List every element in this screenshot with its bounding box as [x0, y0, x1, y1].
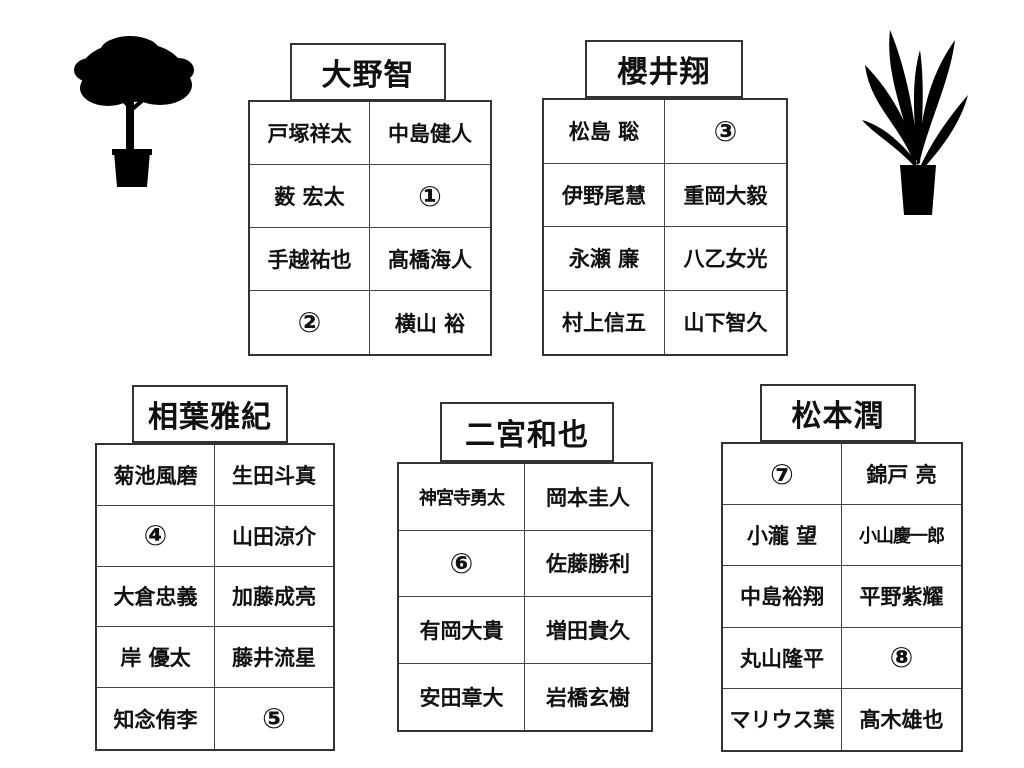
member-cell: 錦戸 亮 [842, 444, 961, 505]
member-cell: 髙橋海人 [370, 228, 490, 291]
leader-title: 二宮和也 [440, 402, 614, 462]
member-cell: 中島健人 [370, 102, 490, 165]
member-cell: 神宮寺勇太 [399, 464, 525, 531]
member-cell: 丸山隆平 [723, 628, 842, 689]
member-cell: 岡本圭人 [525, 464, 651, 531]
blank-slot-number: ③ [665, 100, 786, 164]
blank-slot-number: ⑧ [842, 628, 961, 689]
blank-slot-number: ④ [97, 506, 215, 567]
member-cell: 戸塚祥太 [250, 102, 370, 165]
member-cell: 菊池風磨 [97, 445, 215, 506]
member-cell: 村上信五 [544, 291, 665, 355]
member-cell: マリウス葉 [723, 689, 842, 750]
member-cell: 藤井流星 [215, 627, 333, 688]
leader-title: 大野智 [290, 43, 446, 101]
member-cell: 安田章大 [399, 664, 525, 731]
member-cell: 横山 裕 [370, 291, 490, 354]
potted-plant-icon [860, 25, 970, 220]
member-cell: 有岡大貴 [399, 597, 525, 664]
blank-slot-number: ① [370, 165, 490, 228]
leader-title: 相葉雅紀 [132, 385, 288, 443]
member-cell: 山下智久 [665, 291, 786, 355]
member-cell: 小山慶一郎 [842, 505, 961, 566]
member-grid: 神宮寺勇太 岡本圭人 ⑥ 佐藤勝利 有岡大貴 増田貴久 安田章大 岩橋玄樹 [397, 462, 653, 732]
member-cell: 薮 宏太 [250, 165, 370, 228]
blank-slot-number: ⑦ [723, 444, 842, 505]
member-cell: 髙木雄也 [842, 689, 961, 750]
member-cell: 加藤成亮 [215, 567, 333, 628]
leader-title: 櫻井翔 [585, 40, 743, 98]
member-grid: 菊池風磨 生田斗真 ④ 山田涼介 大倉忠義 加藤成亮 岸 優太 藤井流星 知念侑… [95, 443, 335, 751]
member-cell: 重岡大毅 [665, 164, 786, 228]
blank-slot-number: ⑤ [215, 688, 333, 749]
blank-slot-number: ⑥ [399, 531, 525, 598]
member-cell: 手越祐也 [250, 228, 370, 291]
member-cell: 生田斗真 [215, 445, 333, 506]
member-grid: 松島 聡 ③ 伊野尾慧 重岡大毅 永瀬 廉 八乙女光 村上信五 山下智久 [542, 98, 788, 356]
member-cell: 平野紫耀 [842, 566, 961, 627]
member-cell: 永瀬 廉 [544, 227, 665, 291]
member-cell: 知念侑李 [97, 688, 215, 749]
member-cell: 岸 優太 [97, 627, 215, 688]
tree-icon [70, 30, 200, 190]
member-cell: 岩橋玄樹 [525, 664, 651, 731]
leader-title: 松本潤 [760, 384, 916, 442]
member-cell: 増田貴久 [525, 597, 651, 664]
member-cell: 大倉忠義 [97, 567, 215, 628]
member-cell: 伊野尾慧 [544, 164, 665, 228]
member-grid: 戸塚祥太 中島健人 薮 宏太 ① 手越祐也 髙橋海人 ② 横山 裕 [248, 100, 492, 356]
member-cell: 小瀧 望 [723, 505, 842, 566]
member-grid: ⑦ 錦戸 亮 小瀧 望 小山慶一郎 中島裕翔 平野紫耀 丸山隆平 ⑧ マリウス葉… [721, 442, 963, 752]
member-cell: 中島裕翔 [723, 566, 842, 627]
member-cell: 松島 聡 [544, 100, 665, 164]
member-cell: 八乙女光 [665, 227, 786, 291]
member-cell: 佐藤勝利 [525, 531, 651, 598]
member-cell: 山田涼介 [215, 506, 333, 567]
blank-slot-number: ② [250, 291, 370, 354]
